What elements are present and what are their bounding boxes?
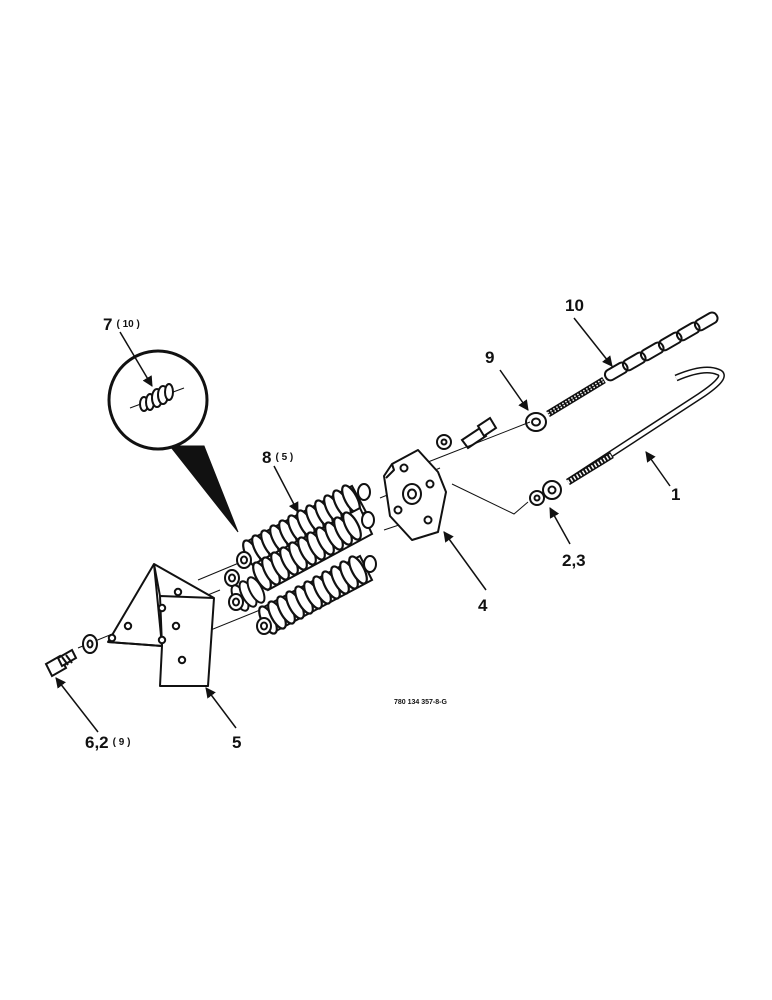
- nut-washer-part-2-3: [529, 480, 562, 506]
- upper-bolt: [460, 416, 498, 450]
- spring-lower: [256, 554, 377, 635]
- plate-part-4: [383, 449, 447, 541]
- upper-threaded-rod: [546, 377, 606, 417]
- callout-8: 8( 5 ): [262, 448, 293, 467]
- callout-6-2: 6,2( 9 ): [85, 733, 130, 752]
- callout-2-3: 2,3: [562, 551, 586, 570]
- callout-labels: 7( 10 ) 10 9 8( 5 ) 1 2,3 4 5 6,2( 9 ) 7…: [85, 296, 680, 752]
- bracket-part-5: [107, 563, 215, 687]
- washer-part-2-lower: [82, 634, 98, 654]
- bolt-part-6: [44, 648, 78, 678]
- callout-10: 10: [565, 296, 584, 315]
- figure-code: 780 134 357-8-G: [394, 699, 447, 706]
- chain-part-10: [603, 311, 719, 382]
- callout-9: 9: [485, 348, 494, 367]
- upper-washer: [436, 434, 452, 450]
- leader-arrows: [55, 317, 671, 733]
- spring-lower-left: [228, 576, 266, 612]
- spring-upper: [236, 483, 371, 570]
- callout-4: 4: [478, 596, 488, 615]
- callout-5: 5: [232, 733, 241, 752]
- spring-middle: [224, 506, 375, 592]
- callout-1: 1: [671, 485, 680, 504]
- callout-7: 7( 10 ): [103, 315, 140, 334]
- nut-part-9: [525, 412, 547, 432]
- hook-rod-part-1: [566, 366, 725, 485]
- detail-view-part-7: [107, 349, 239, 533]
